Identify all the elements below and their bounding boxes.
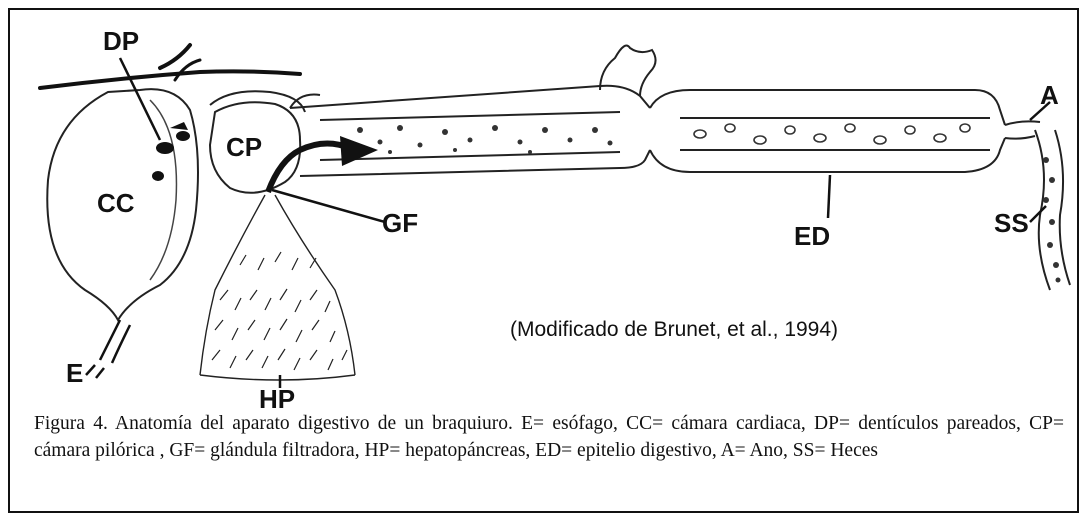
midgut-content (357, 125, 613, 154)
figure-credit: (Modificado de Brunet, et al., 1994) (510, 318, 838, 342)
label-a: A (1040, 82, 1059, 108)
filter-gland-arrow (268, 136, 378, 192)
hindgut-content (694, 124, 970, 144)
label-ss: SS (994, 210, 1029, 236)
label-hp: HP (259, 386, 295, 412)
label-dp: DP (103, 28, 139, 54)
label-cp: CP (226, 134, 262, 160)
figure-caption: Figura 4. Anatomía del aparato digestivo… (34, 410, 1064, 464)
hepatopancreas (200, 195, 355, 380)
paired-denticles (152, 122, 190, 181)
attachment-lines (40, 45, 300, 88)
label-e: E (66, 360, 83, 386)
esophagus (86, 320, 130, 378)
label-cc: CC (97, 190, 135, 216)
hepatopancreas-tubules (212, 252, 347, 370)
label-ed: ED (794, 223, 830, 249)
anus-and-feces (1005, 121, 1070, 290)
feces-pellets (1043, 157, 1061, 283)
label-gf: GF (382, 210, 418, 236)
